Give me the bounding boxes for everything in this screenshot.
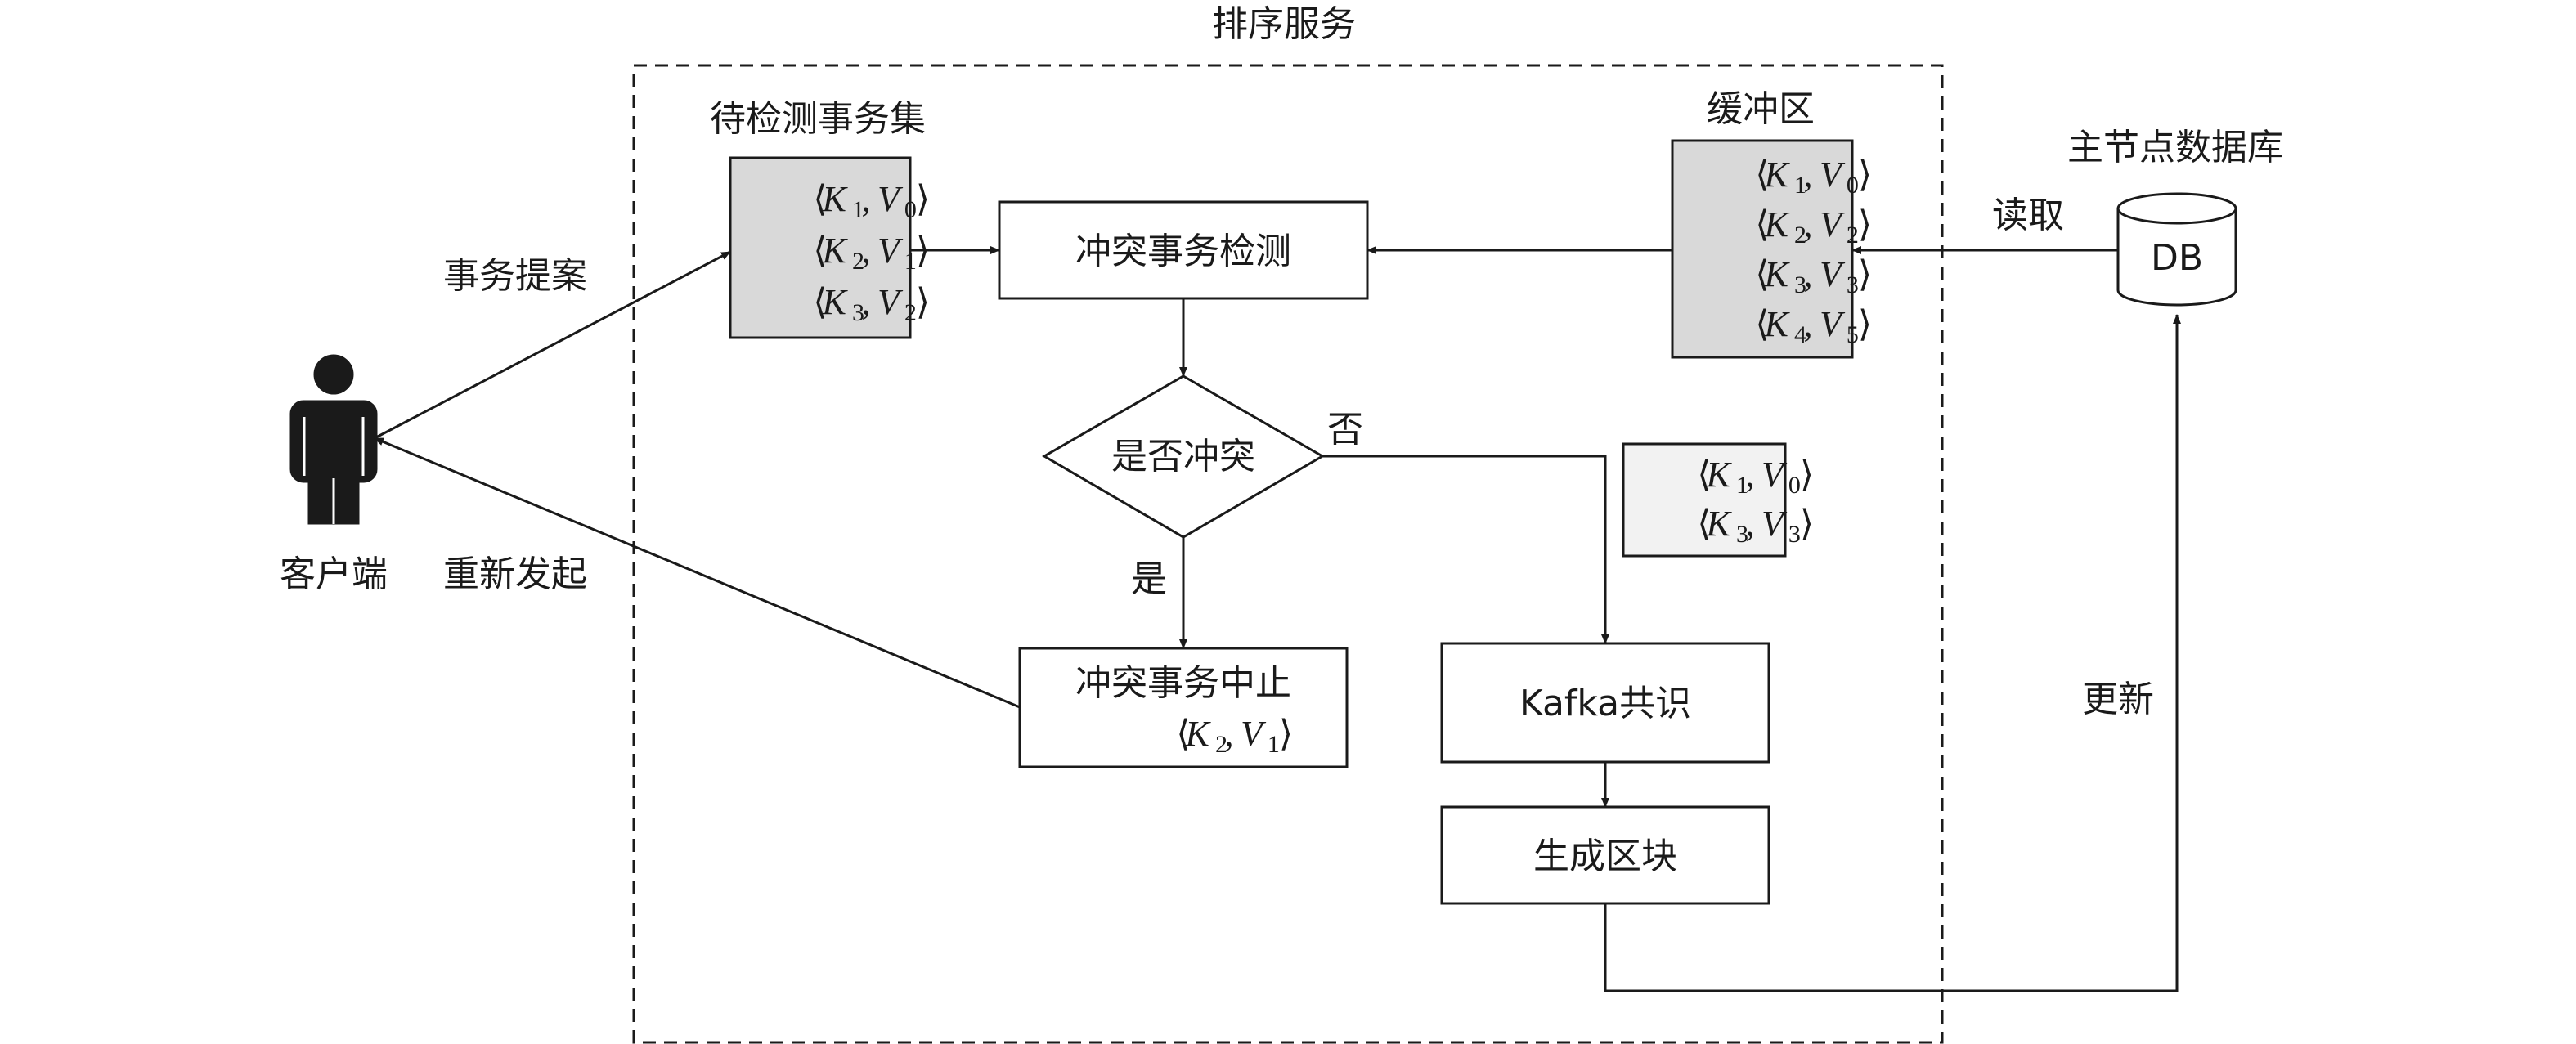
edge-label-no: 否 (1327, 409, 1363, 450)
edge-client-to-pending (374, 250, 731, 440)
edge-label-retry: 重新发起 (443, 553, 587, 595)
passed-box (1622, 442, 1787, 558)
block-box (1440, 805, 1770, 905)
ordering-service-boundary (632, 64, 1944, 1044)
buffer-box (1671, 139, 1854, 359)
edge-label-update: 更新 (2082, 679, 2154, 720)
abort-box (1018, 647, 1349, 768)
abort-label: 冲突事务中止 (1075, 662, 1291, 704)
db-label: 主节点数据库 (2067, 127, 2283, 168)
pending-set-label: 待检测事务集 (710, 98, 926, 140)
edge-abort-to-client (374, 437, 1021, 709)
ordering-service-title: 排序服务 (1212, 3, 1356, 45)
edge-block-to-db (1604, 314, 2181, 992)
buffer-label: 缓冲区 (1707, 88, 1815, 130)
conflict-detect-label: 冲突事务检测 (1075, 231, 1291, 272)
block-label: 生成区块 (1533, 836, 1677, 877)
edge-label-read: 读取 (1992, 195, 2064, 236)
db-cylinder-icon (2116, 192, 2237, 307)
db-text: DB (2151, 237, 2203, 279)
edge-decision-no-to-kafka (1322, 455, 1609, 644)
kafka-label: Kafka共识 (1519, 683, 1691, 724)
edge-label-propose: 事务提案 (443, 255, 587, 297)
client-label: 客户端 (280, 553, 388, 595)
pending-set-box (729, 156, 912, 339)
is-conflict-label: 是否冲突 (1111, 436, 1255, 477)
edge-label-yes: 是 (1131, 558, 1167, 600)
